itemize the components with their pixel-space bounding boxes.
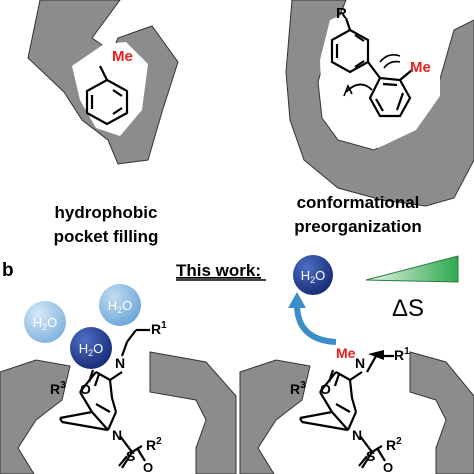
svg-text:H2O: H2O — [108, 298, 133, 315]
right-o2-atom: O — [383, 460, 393, 474]
left-r1-label: R1 — [151, 320, 167, 337]
stereo-wedge — [368, 350, 384, 360]
bottom-right-pocket-left-wall — [239, 359, 311, 474]
methyl-label-top-left: Me — [112, 48, 133, 65]
biaryl-molecule — [330, 17, 413, 118]
left-label-line2: pocket filling — [54, 227, 159, 246]
right-me-label: Me — [336, 345, 356, 361]
water-molecule-1: H2O — [24, 301, 66, 343]
right-label-line1: conformational — [297, 193, 420, 212]
panel-letter-b: b — [2, 260, 14, 281]
toluene-molecule — [85, 65, 129, 126]
right-scaffold-molecule — [299, 354, 394, 469]
svg-text:H2O: H2O — [79, 341, 104, 358]
entropy-label: ΔS — [392, 295, 424, 322]
right-r3-label: R3 — [290, 380, 306, 397]
left-o-atom: O — [80, 381, 91, 397]
svg-text:H2O: H2O — [301, 268, 326, 285]
water-molecule-3: H2O — [70, 327, 112, 369]
right-r1-label: R1 — [394, 346, 410, 363]
right-n2-atom: N — [352, 427, 362, 443]
left-label-line1: hydrophobic — [55, 203, 158, 222]
preorganization-pocket-shape — [285, 0, 474, 207]
bottom-right-pocket-right-wall — [409, 351, 474, 474]
bottom-left-pocket-left-wall — [0, 359, 71, 474]
left-r3-label: R3 — [50, 380, 66, 397]
right-o-atom: O — [320, 381, 331, 397]
left-n2-atom: N — [112, 427, 122, 443]
left-o2-atom: O — [143, 460, 153, 474]
right-r2-label: R2 — [386, 436, 402, 453]
water-molecule-2: H2O — [99, 284, 141, 326]
hydrophobic-pocket-cavity — [72, 42, 148, 136]
right-label-line2: preorganization — [294, 217, 422, 236]
bottom-left-pocket-right-wall — [149, 351, 237, 474]
release-arrow — [294, 305, 337, 345]
water-molecule-released: H2O — [293, 255, 333, 295]
right-n-atom: N — [355, 355, 365, 371]
r-label-top-right: R — [336, 5, 347, 22]
this-work-label: This work: — [176, 261, 261, 280]
svg-text:H2O: H2O — [33, 315, 58, 332]
entropy-wedge — [365, 255, 459, 283]
left-n-atom: N — [115, 355, 125, 371]
right-s-atom: S — [366, 448, 375, 464]
left-scaffold-molecule — [59, 328, 150, 469]
methyl-label-top-right: Me — [410, 59, 431, 76]
release-arrow-head-icon — [288, 292, 306, 308]
left-s-atom: S — [126, 448, 135, 464]
left-r2-label: R2 — [146, 436, 162, 453]
